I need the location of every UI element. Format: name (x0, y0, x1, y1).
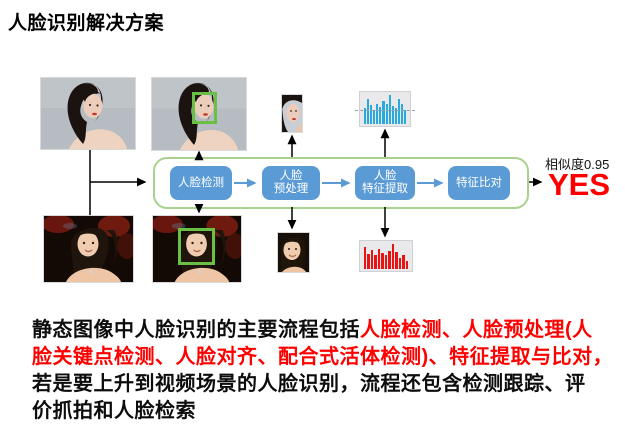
histogram-bar (385, 104, 388, 124)
histogram-bar (367, 99, 370, 124)
photo-original-top (41, 78, 135, 149)
face-detection-box (192, 92, 217, 124)
portrait-illustration (152, 78, 246, 150)
step-face-preprocessing: 人脸 预处理 (262, 166, 320, 200)
histogram-bar (404, 109, 407, 124)
face-crop-illustration (278, 233, 309, 272)
similarity-score-label: 相似度0.95 (545, 157, 610, 172)
paragraph-line: 若是要上升到视频场景的人脸识别，流程还包含检测跟踪、评 (32, 371, 617, 398)
photo-detected-top (152, 78, 246, 150)
histogram-bar (388, 251, 391, 269)
face-crop-illustration (282, 95, 302, 132)
photo-detected-bottom (153, 216, 241, 282)
histogram-bar (405, 261, 409, 269)
paragraph-line: 静态图像中人脸识别的主要流程包括人脸检测、人脸预处理(人 (32, 317, 617, 344)
face-detection-box (178, 228, 215, 265)
feature-histogram-top (355, 92, 415, 126)
event-photo-illustration (153, 216, 241, 282)
histogram-bar (400, 103, 404, 124)
histogram-bar (364, 108, 367, 124)
step-feature-comparison: 特征比对 (448, 166, 510, 200)
histogram-bar (391, 106, 394, 124)
histogram-bar (370, 250, 374, 269)
histogram-bar (388, 95, 391, 124)
portrait-illustration (41, 78, 135, 149)
paragraph-text: 若是要上升到视频场景的人脸识别，流程还包含检测跟踪、评 (32, 373, 586, 395)
paragraph-text: 价抓拍和人脸检索 (32, 400, 196, 422)
photo-face-crop-bottom (278, 233, 309, 272)
histogram-bar (382, 101, 385, 124)
histogram-bar (376, 103, 379, 124)
page-title: 人脸识别解决方案 (8, 13, 165, 34)
histogram-bar (367, 253, 370, 269)
histogram-bar (395, 252, 398, 269)
histogram-bar (402, 254, 405, 269)
histogram-bar (394, 108, 397, 124)
histogram-bar (377, 249, 381, 269)
event-photo-illustration (44, 216, 133, 282)
histogram-bar (384, 254, 388, 269)
photo-face-crop-top (282, 95, 302, 132)
histogram-bar (370, 105, 373, 124)
photo-original-bottom (44, 216, 133, 282)
paragraph-text-highlight: 人脸检测、人脸预处理(人 (360, 319, 593, 341)
paragraph-text-highlight: 脸关键点检测、人脸对齐、配合式活体检测)、特征提取与比对， (32, 346, 614, 368)
histogram-bar (374, 255, 377, 269)
histogram-bar (381, 253, 384, 269)
feature-histogram-bottom (360, 241, 412, 271)
paragraph-line: 价抓拍和人脸检索 (32, 398, 617, 425)
paragraph-text: 静态图像中人脸识别的主要流程包括 (32, 319, 360, 341)
histogram-midline (355, 110, 415, 112)
step-feature-extraction: 人脸 特征提取 (355, 166, 415, 200)
description-paragraph: 静态图像中人脸识别的主要流程包括人脸检测、人脸预处理(人 脸关键点检测、人脸对齐… (32, 317, 617, 425)
histogram-bar (373, 109, 376, 124)
histogram-bar (364, 247, 367, 269)
match-verdict: YES (548, 167, 611, 202)
histogram-bar (391, 244, 395, 269)
histogram-bar (397, 99, 400, 124)
step-face-detection: 人脸检测 (170, 166, 232, 200)
paragraph-line: 脸关键点检测、人脸对齐、配合式活体检测)、特征提取与比对， (32, 344, 617, 371)
histogram-bar (398, 257, 402, 269)
histogram-bar (379, 107, 382, 124)
